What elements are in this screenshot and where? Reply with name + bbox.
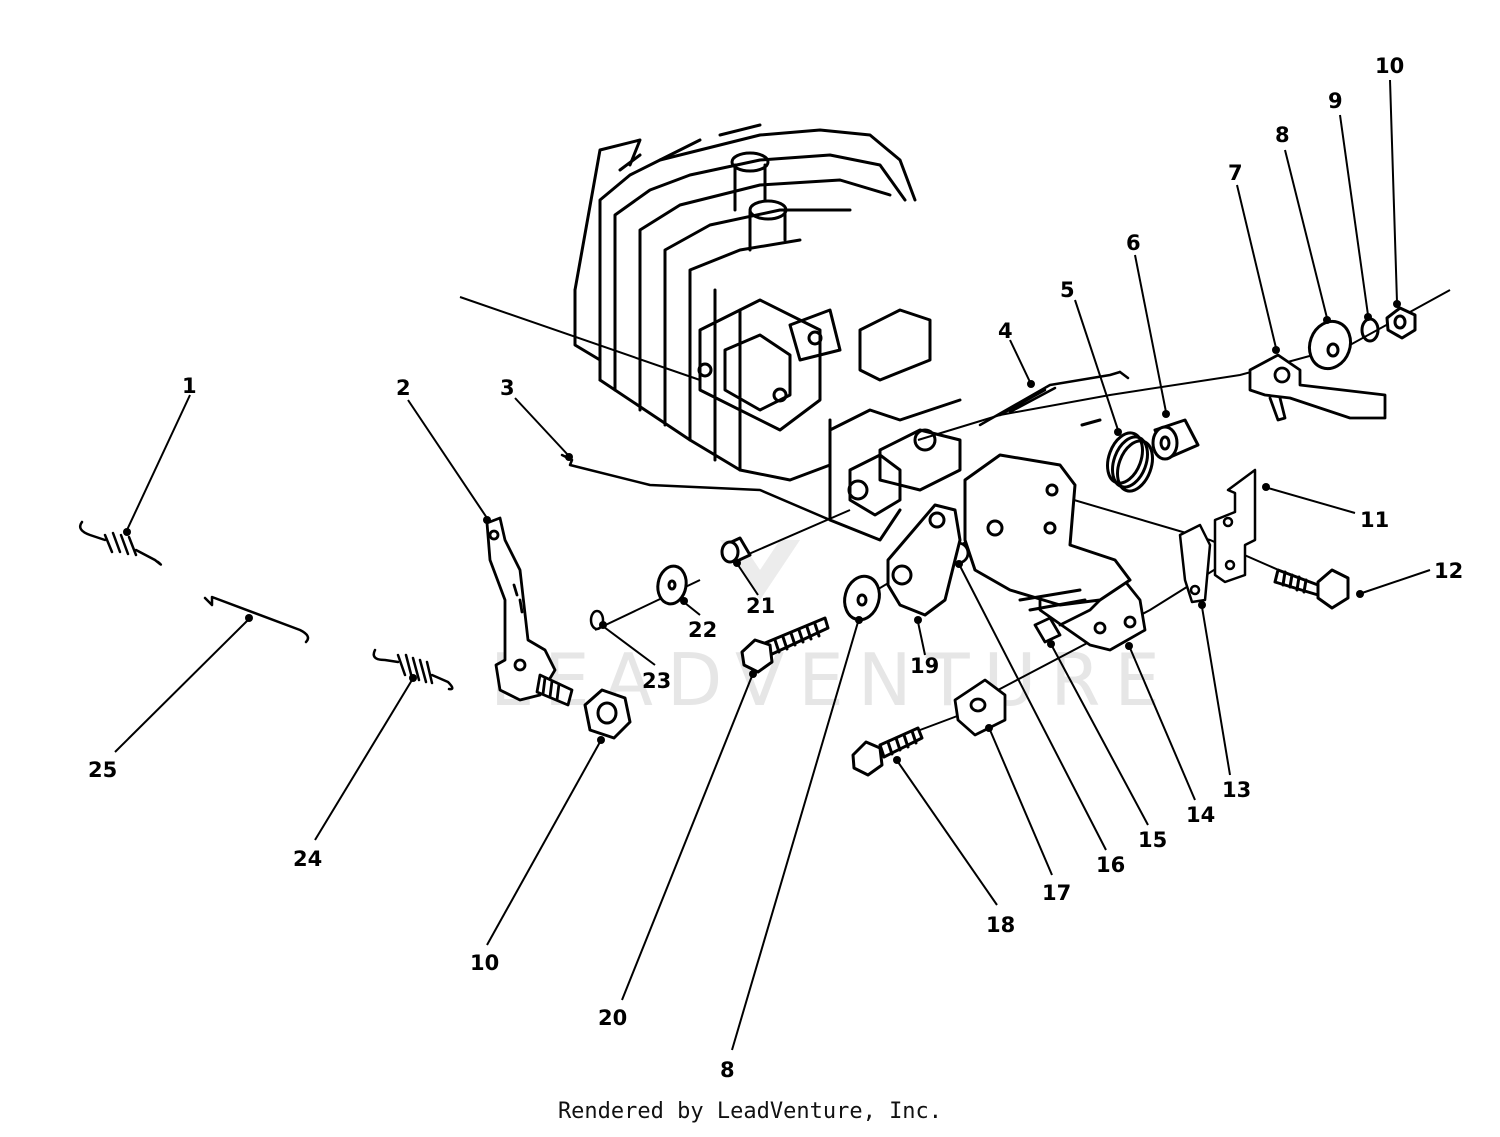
callout-19: 19 (910, 654, 939, 678)
callout-10: 10 (1375, 54, 1404, 78)
callout-2: 2 (396, 376, 411, 400)
callout-17: 17 (1042, 881, 1071, 905)
part-19-bracket (886, 453, 1132, 617)
part-10-nut-top (1385, 306, 1417, 340)
callout-8: 8 (1275, 123, 1290, 147)
part-12-bolt (1273, 568, 1350, 610)
part-7-lever (1248, 353, 1387, 422)
part-25-rod (203, 595, 310, 644)
callout-25: 25 (88, 758, 117, 782)
part-4-rod (978, 370, 1130, 427)
callout-13: 13 (1222, 778, 1251, 802)
callout-4: 4 (998, 319, 1013, 343)
part-17-clamp (953, 678, 1007, 737)
callout-5: 5 (1060, 278, 1075, 302)
callout-11: 11 (1360, 508, 1389, 532)
callout-16: 16 (1096, 853, 1125, 877)
callout-23: 23 (642, 669, 671, 693)
part-21-bushing (720, 536, 752, 564)
part-8-washer-lower (843, 574, 881, 622)
part-5-spring (1080, 418, 1154, 493)
part-2-lever (485, 516, 574, 707)
callout-6: 6 (1126, 231, 1141, 255)
part-24-spring (372, 648, 454, 691)
part-1-spring (79, 520, 163, 566)
part-23-washer (589, 609, 605, 631)
part-8-washer (1307, 319, 1353, 371)
callout-18: 18 (986, 913, 1015, 937)
part-6-bushing (1151, 418, 1200, 461)
callout-24: 24 (293, 847, 322, 871)
callout-22: 22 (688, 618, 717, 642)
part-11-bracket (1213, 468, 1257, 584)
callout-1: 1 (182, 374, 197, 398)
callout-14: 14 (1186, 803, 1215, 827)
part-13-link (1178, 523, 1212, 604)
callout-labels: 1 2 3 4 5 6 7 8 9 10 11 12 13 14 15 16 1… (88, 54, 1463, 1082)
callout-8-lower: 8 (720, 1058, 735, 1082)
callout-7: 7 (1228, 161, 1243, 185)
callout-12: 12 (1434, 559, 1463, 583)
callout-15: 15 (1138, 828, 1167, 852)
callout-10-lower: 10 (470, 951, 499, 975)
callout-21: 21 (746, 594, 775, 618)
callout-9: 9 (1328, 89, 1343, 113)
footer-credit: Rendered by LeadVenture, Inc. (557, 1099, 943, 1124)
part-22-washer (656, 564, 688, 606)
part-18-bolt (851, 726, 924, 777)
part-10-nut-lower (583, 688, 632, 740)
callout-3: 3 (500, 376, 515, 400)
engine-block (573, 123, 962, 542)
part-20-bolt (740, 616, 830, 674)
callout-20: 20 (598, 1006, 627, 1030)
part-3-rod (560, 453, 832, 522)
leader-lines (114, 79, 1431, 1051)
